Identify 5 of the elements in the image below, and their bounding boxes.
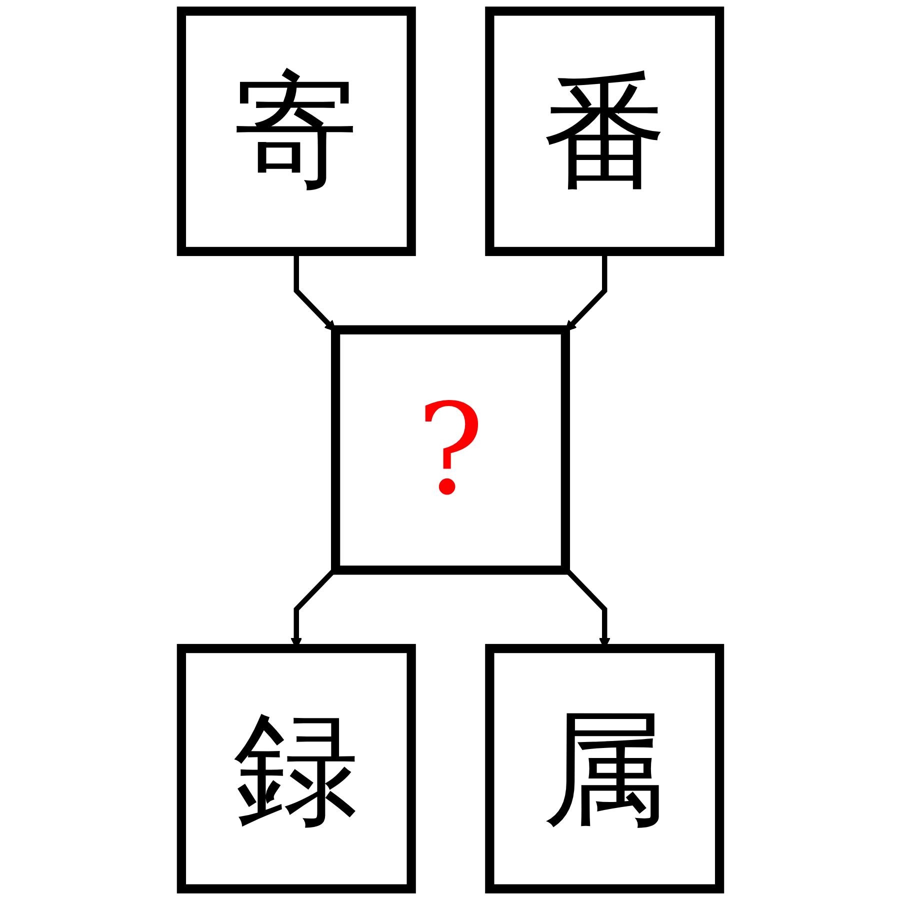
node-box: 番 [484,6,724,256]
node-box: 録 [176,644,416,894]
node-box: ? [330,325,570,575]
node-box: 属 [484,644,724,894]
node-box: 寄 [176,6,416,256]
